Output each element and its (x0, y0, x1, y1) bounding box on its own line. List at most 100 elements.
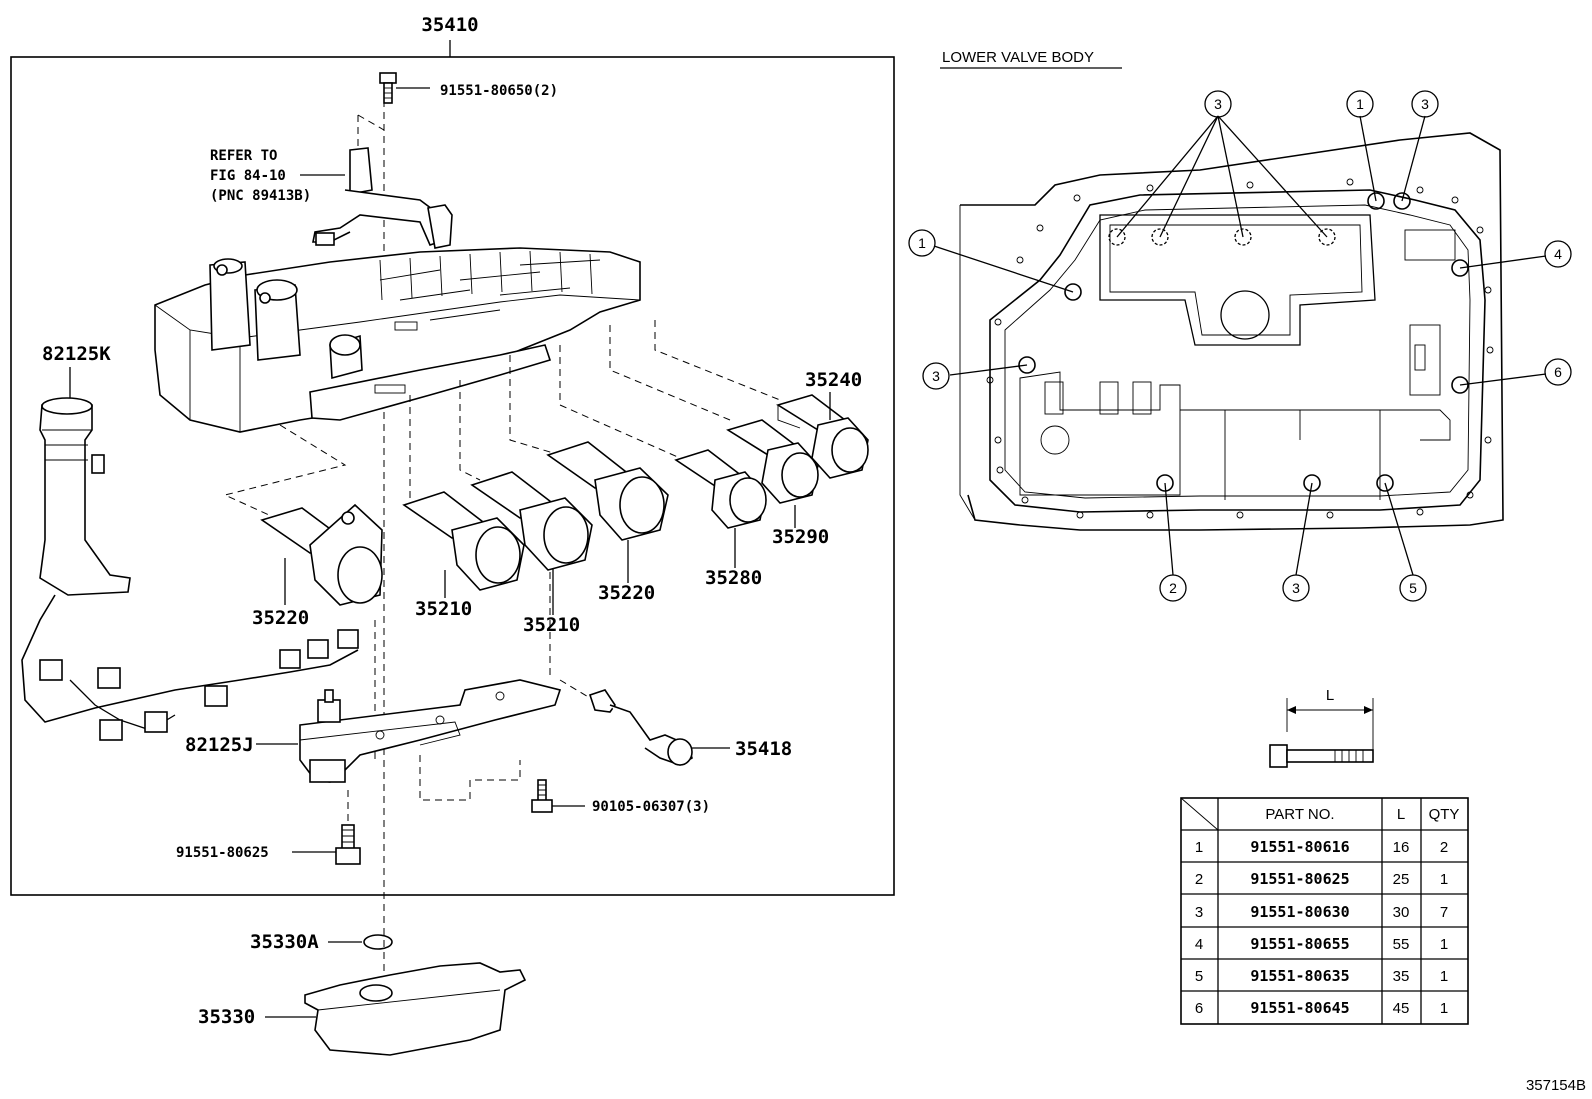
label-35418: 35418 (735, 738, 792, 760)
solenoid-35210-a: 35210 (402, 491, 525, 620)
table-row: 6 91551-80645 45 1 (1195, 999, 1448, 1017)
label-82125j: 82125J (185, 734, 254, 756)
label-35210-a: 35210 (415, 598, 472, 620)
marker-label: 3 (1292, 580, 1300, 596)
table-row: 5 91551-80635 35 1 (1195, 967, 1448, 985)
cell-qty: 1 (1440, 1000, 1448, 1017)
label-35240: 35240 (805, 369, 862, 391)
marker-3-top: 3 (1204, 90, 1232, 118)
dim-label-l: L (1326, 687, 1334, 704)
solenoid-35220-left: 35220 (252, 503, 383, 629)
cell-l: 16 (1393, 839, 1410, 856)
label-82125k: 82125K (42, 343, 111, 365)
valve-body (154, 247, 641, 433)
manual-lever-linkage (312, 114, 453, 249)
label-bolt-lower: 91551-80625 (176, 845, 269, 861)
label-35290: 35290 (772, 526, 829, 548)
label-35220-right: 35220 (598, 582, 655, 604)
top-bolt: 91551-80650(2) (379, 72, 558, 104)
table-row: 3 91551-80630 30 7 (1195, 903, 1448, 921)
cell-qty: 2 (1440, 839, 1448, 856)
marker-label: 1 (918, 235, 926, 251)
harness-sensor-82125k: 82125K (21, 343, 359, 741)
th-qty: QTY (1429, 806, 1460, 823)
cell-part: 91551-80635 (1250, 967, 1349, 985)
bolt-locations (1018, 192, 1469, 492)
solenoid-35220-right: 35220 (546, 441, 669, 604)
harness-bracket-82125j: 82125J (185, 679, 562, 801)
cell-qty: 7 (1440, 904, 1448, 921)
marker-label: 3 (1214, 96, 1222, 112)
cell-part: 91551-80655 (1250, 935, 1349, 953)
label-35330: 35330 (198, 1006, 255, 1028)
cell-idx: 4 (1195, 936, 1203, 953)
cell-l: 55 (1393, 936, 1410, 953)
cell-part: 91551-80625 (1250, 870, 1349, 888)
marker-2-bottom: 2 (1159, 574, 1187, 602)
refer-line-2: FIG 84-10 (210, 168, 286, 184)
marker-1-top: 1 (1346, 90, 1374, 118)
cell-l: 25 (1393, 871, 1410, 888)
solenoid-35290: 35290 (726, 419, 829, 548)
marker-label: 6 (1554, 364, 1562, 380)
oring-35330a: 35330A (250, 931, 393, 953)
bolt-length-diagram: L (1269, 687, 1374, 768)
table-row: 1 91551-80616 16 2 (1195, 838, 1448, 856)
solenoid-35210-b: 35210 (470, 471, 593, 636)
marker-3-bottom: 3 (1282, 574, 1310, 602)
cell-part: 91551-80630 (1250, 903, 1349, 921)
strainer-35330: 35330 (198, 962, 527, 1056)
cell-l: 30 (1393, 904, 1410, 921)
lower-valve-body-title: LOWER VALVE BODY (942, 49, 1094, 66)
marker-label: 5 (1409, 580, 1417, 596)
cell-idx: 3 (1195, 904, 1203, 921)
cell-qty: 1 (1440, 871, 1448, 888)
marker-3-topright: 3 (1411, 90, 1439, 118)
diagram-id: 357154B (1526, 1077, 1586, 1094)
refer-line-3: (PNC 89413B) (210, 188, 311, 204)
marker-label: 3 (1421, 96, 1429, 112)
label-35330a: 35330A (250, 931, 319, 953)
refer-note: REFER TO FIG 84-10 (PNC 89413B) (210, 148, 345, 204)
detent-35418: 35418 (559, 679, 792, 766)
refer-line-1: REFER TO (210, 148, 277, 164)
table-row: 4 91551-80655 55 1 (1195, 935, 1448, 953)
cell-idx: 5 (1195, 968, 1203, 985)
dashed-leaders (223, 320, 781, 760)
label-35220-left: 35220 (252, 607, 309, 629)
assembly-number: 35410 (421, 14, 478, 36)
marker-3-left: 3 (922, 362, 950, 390)
label-35280: 35280 (705, 567, 762, 589)
cell-part: 91551-80645 (1250, 999, 1349, 1017)
assembly-box: 35410 (10, 14, 895, 896)
marker-1-left: 1 (908, 229, 936, 257)
gasket-dots (986, 178, 1494, 519)
lower-bolt: 91551-80625 (176, 790, 361, 865)
cell-l: 45 (1393, 1000, 1410, 1017)
solenoid-35240: 35240 (776, 369, 869, 479)
lower-valve-body-view: LOWER VALVE BODY (908, 49, 1572, 602)
bracket-bolt: 90105-06307(3) (531, 779, 710, 815)
marker-6-right: 6 (1544, 358, 1572, 386)
marker-4-right: 4 (1544, 240, 1572, 268)
cell-idx: 1 (1195, 839, 1203, 856)
marker-leaders (933, 115, 1547, 576)
cell-part: 91551-80616 (1250, 838, 1349, 856)
label-35210-b: 35210 (523, 614, 580, 636)
label-bolt-top: 91551-80650(2) (440, 83, 558, 99)
cell-idx: 6 (1195, 1000, 1203, 1017)
table-row: 2 91551-80625 25 1 (1195, 870, 1448, 888)
marker-label: 4 (1554, 246, 1562, 262)
marker-5-bottom: 5 (1399, 574, 1427, 602)
cell-l: 35 (1393, 968, 1410, 985)
bolt-table: PART NO. L QTY 1 91551-80616 16 2 2 9155… (1180, 797, 1469, 1025)
marker-label: 3 (932, 368, 940, 384)
marker-label: 2 (1169, 580, 1177, 596)
th-part-no: PART NO. (1265, 806, 1334, 823)
th-l: L (1397, 806, 1405, 823)
cell-qty: 1 (1440, 968, 1448, 985)
cell-qty: 1 (1440, 936, 1448, 953)
label-bolt-bracket: 90105-06307(3) (592, 799, 710, 815)
solenoid-35280: 35280 (674, 449, 767, 589)
